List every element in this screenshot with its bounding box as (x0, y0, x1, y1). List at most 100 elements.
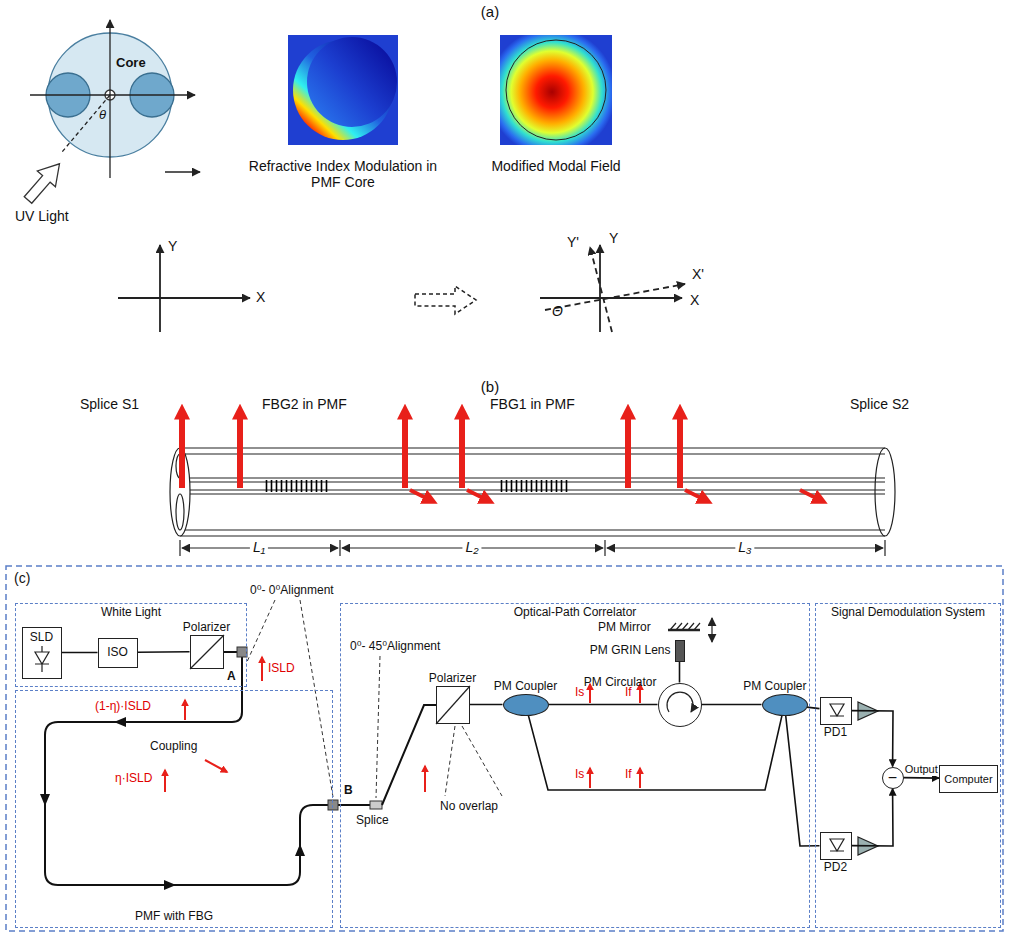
signal-label: ISLD (268, 662, 295, 676)
fiber-connector (807, 707, 820, 708)
pm-fiber-illustration (180, 535, 885, 536)
axes-symbols (545, 284, 685, 310)
polarization-arrows (685, 490, 707, 501)
fiber-connector (702, 704, 762, 706)
axis-label: Y' (567, 234, 579, 250)
fiber-loop (370, 801, 382, 809)
part-label: Core (116, 56, 146, 71)
photodetector: PD1 (820, 697, 852, 725)
fiber-cross-section (30, 94, 195, 95)
length-dimensions (180, 540, 885, 556)
circulator-circle: PM Circulator (658, 683, 702, 727)
node-text: Polarizer (429, 672, 476, 686)
node-text: PM Circulator (584, 676, 657, 690)
node-text: PD2 (824, 861, 847, 875)
length-dimensions (604, 540, 605, 556)
fiber-cross-section (109, 20, 110, 178)
connector-label: Output (905, 763, 938, 776)
node-text: PM Coupler (743, 680, 806, 694)
subtractor: − (882, 767, 904, 789)
point-label: A (227, 670, 236, 684)
node-text: Optical-Path Correlator (514, 606, 637, 620)
fiber-connector (470, 704, 503, 706)
source-group: White LightSLDISOPolarizer (15, 603, 247, 687)
fiber-loop (40, 717, 305, 890)
part-label: Splice (356, 814, 389, 828)
intensity-arrows (164, 770, 166, 792)
fiber-cross-section (19, 156, 69, 208)
polarization-arrows (402, 410, 408, 488)
dimension-label: L₃ (735, 539, 754, 555)
part-label: Splice S2 (850, 396, 909, 412)
polarizer-box: Polarizer (436, 686, 470, 724)
leader-lines (376, 656, 380, 798)
fiber-connector (903, 777, 939, 779)
signal-label: If (625, 686, 632, 700)
node-text: PM GRIN Lens (590, 644, 671, 658)
leader-lines (300, 600, 333, 797)
note-label: 0⁰- 45⁰Alignment (350, 640, 440, 654)
axes-symbols (118, 245, 685, 332)
node-text: Signal Demodulation System (831, 606, 985, 620)
light-source-symbols (35, 646, 49, 672)
axes-symbols (590, 247, 612, 332)
polarization-arrows (179, 410, 185, 488)
signal-label: If (625, 768, 632, 782)
fiber-connector (852, 789, 894, 847)
part-label: UV Light (15, 208, 69, 224)
detector-symbols (830, 839, 844, 851)
dimension-label: L₂ (462, 539, 481, 555)
signal-label: η·ISLD (115, 772, 152, 786)
intensity-arrows (205, 760, 227, 772)
fiber-connector (679, 662, 681, 683)
note-label: Coupling (150, 740, 197, 754)
axes-symbols (415, 286, 476, 314)
axes-symbols (118, 297, 250, 299)
modal-field-image (500, 35, 612, 145)
index-modulation-image (307, 37, 397, 127)
dimension-label: L₁ (250, 539, 268, 555)
fiber-group: PMF with FBG (15, 690, 333, 928)
panel-label: (a) (481, 3, 499, 20)
axes-symbols (159, 245, 161, 332)
point-label: B (344, 784, 353, 798)
modal-field-image (500, 35, 612, 145)
polarization-arrows (800, 490, 822, 501)
leader-lines (246, 600, 502, 798)
fiber-connector (852, 711, 894, 767)
fiber-cross-section (62, 95, 110, 152)
panel-label: (b) (481, 378, 499, 395)
note-label: No overlap (440, 800, 498, 814)
fiber-cross-section (19, 156, 69, 208)
mirror-and-circulator (667, 618, 712, 712)
angle-label: Θ (552, 303, 563, 319)
detector-symbols (830, 704, 844, 716)
caption-label: Modified Modal Field (491, 158, 620, 174)
leader-lines (445, 726, 455, 796)
polarization-arrows (677, 410, 683, 488)
part-label: FBG2 in PMF (262, 396, 347, 412)
system-frame (6, 566, 1003, 931)
pm-fiber-illustration (170, 448, 895, 536)
polarization-arrows (410, 490, 432, 501)
grin-lens: PM GRIN Lens (675, 640, 685, 662)
sld-box: SLD (22, 627, 62, 679)
caption-label: Refractive Index Modulation in PMF Core (241, 158, 446, 190)
fiber-connector (549, 704, 658, 706)
polarization-arrows (237, 410, 243, 488)
part-label: PM Mirror (598, 621, 651, 635)
axis-label: X (256, 289, 265, 305)
length-dimensions (179, 540, 180, 556)
computer-box: Computer (939, 765, 998, 793)
node-text: PD1 (824, 726, 847, 740)
length-dimensions (339, 540, 340, 556)
fiber-cross-section (19, 20, 200, 208)
photodetector: PD2 (820, 832, 852, 860)
pm-fiber-illustration (180, 453, 885, 454)
pm-fiber-illustration (176, 494, 184, 530)
index-modulation-image (288, 35, 398, 145)
pm-fiber-illustration (265, 480, 330, 492)
intensity-arrows (184, 700, 186, 720)
node-text: Computer (944, 772, 992, 785)
